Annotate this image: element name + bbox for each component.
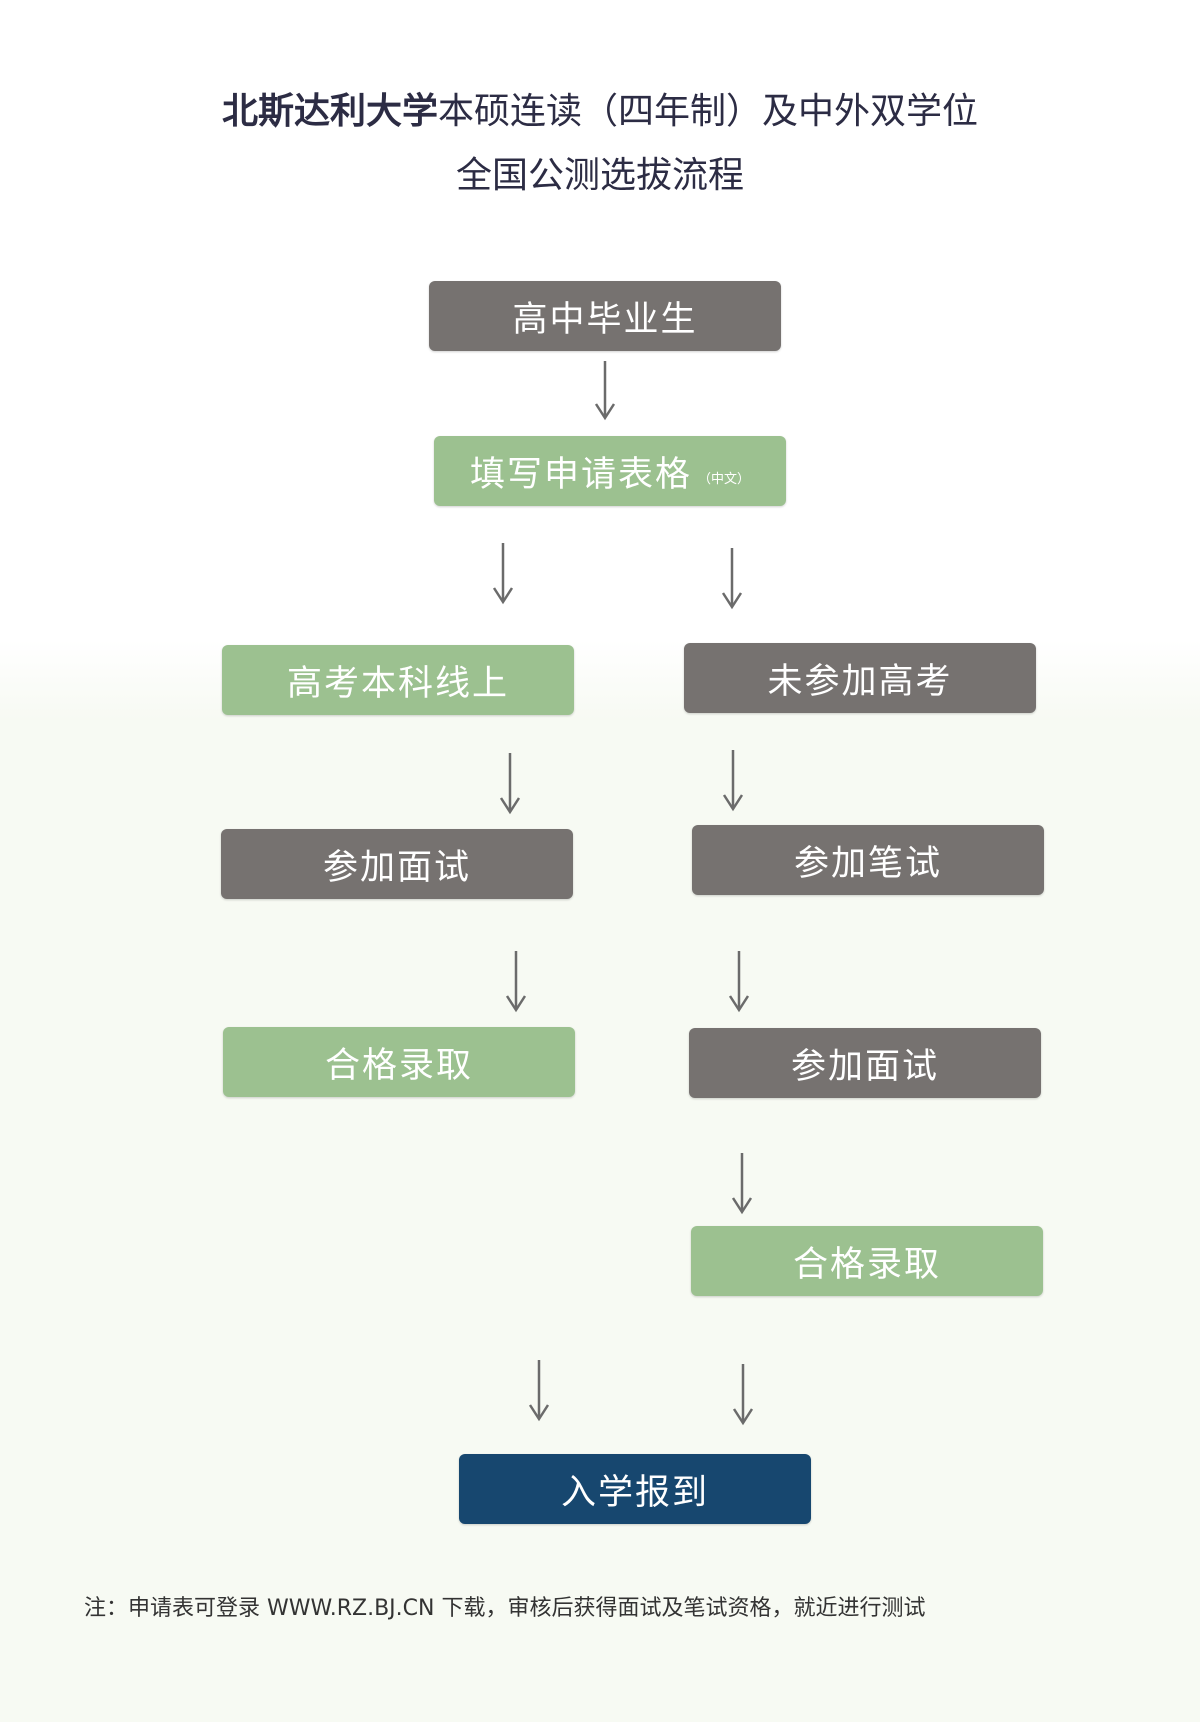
node-graduate-label: 高中毕业生 (512, 299, 698, 340)
node-admitted-left-label: 合格录取 (324, 1045, 473, 1086)
page-title: 北斯达利大学本硕连读（四年制）及中外双学位 (0, 88, 1200, 136)
arrowhead (722, 794, 744, 812)
node-application-form: 填写申请表格 （中文） (434, 436, 786, 506)
node-graduate: 高中毕业生 (429, 281, 781, 351)
arrowhead (594, 403, 616, 421)
node-no-exam-label: 未参加高考 (767, 661, 953, 702)
arrowhead (528, 1404, 550, 1422)
node-no-exam: 未参加高考 (684, 643, 1036, 713)
node-enrollment: 入学报到 (459, 1454, 811, 1524)
program-name: 本硕连读（四年制）及中外双学位 (438, 91, 979, 132)
node-interview-left-label: 参加面试 (322, 847, 471, 888)
arrowhead (728, 995, 750, 1013)
node-written-test-label: 参加笔试 (793, 843, 942, 884)
node-above-cutoff: 高考本科线上 (222, 645, 574, 715)
node-interview-right-label: 参加面试 (790, 1046, 939, 1087)
node-enrollment-label: 入学报到 (560, 1472, 709, 1513)
node-written-test: 参加笔试 (692, 825, 1044, 895)
university-name: 北斯达利大学 (221, 91, 438, 132)
node-admitted-right-label: 合格录取 (792, 1244, 941, 1285)
arrowhead (721, 592, 743, 610)
arrowhead (492, 587, 514, 605)
arrowhead (499, 797, 521, 815)
footnote: 注：申请表可登录 WWW.RZ.BJ.CN 下载，审核后获得面试及笔试资格，就近… (84, 1596, 926, 1621)
page-subtitle: 全国公测选拔流程 (455, 155, 744, 196)
node-application-form-label: 填写申请表格 (469, 454, 692, 495)
node-interview-left: 参加面试 (221, 829, 573, 899)
arrowhead (731, 1197, 753, 1215)
node-admitted-left: 合格录取 (223, 1027, 575, 1097)
node-above-cutoff-label: 高考本科线上 (286, 663, 509, 704)
node-application-form-note: （中文） (698, 471, 751, 487)
node-interview-right: 参加面试 (689, 1028, 1041, 1098)
arrowhead (732, 1408, 754, 1426)
node-admitted-right: 合格录取 (691, 1226, 1043, 1296)
arrowhead (505, 995, 527, 1013)
